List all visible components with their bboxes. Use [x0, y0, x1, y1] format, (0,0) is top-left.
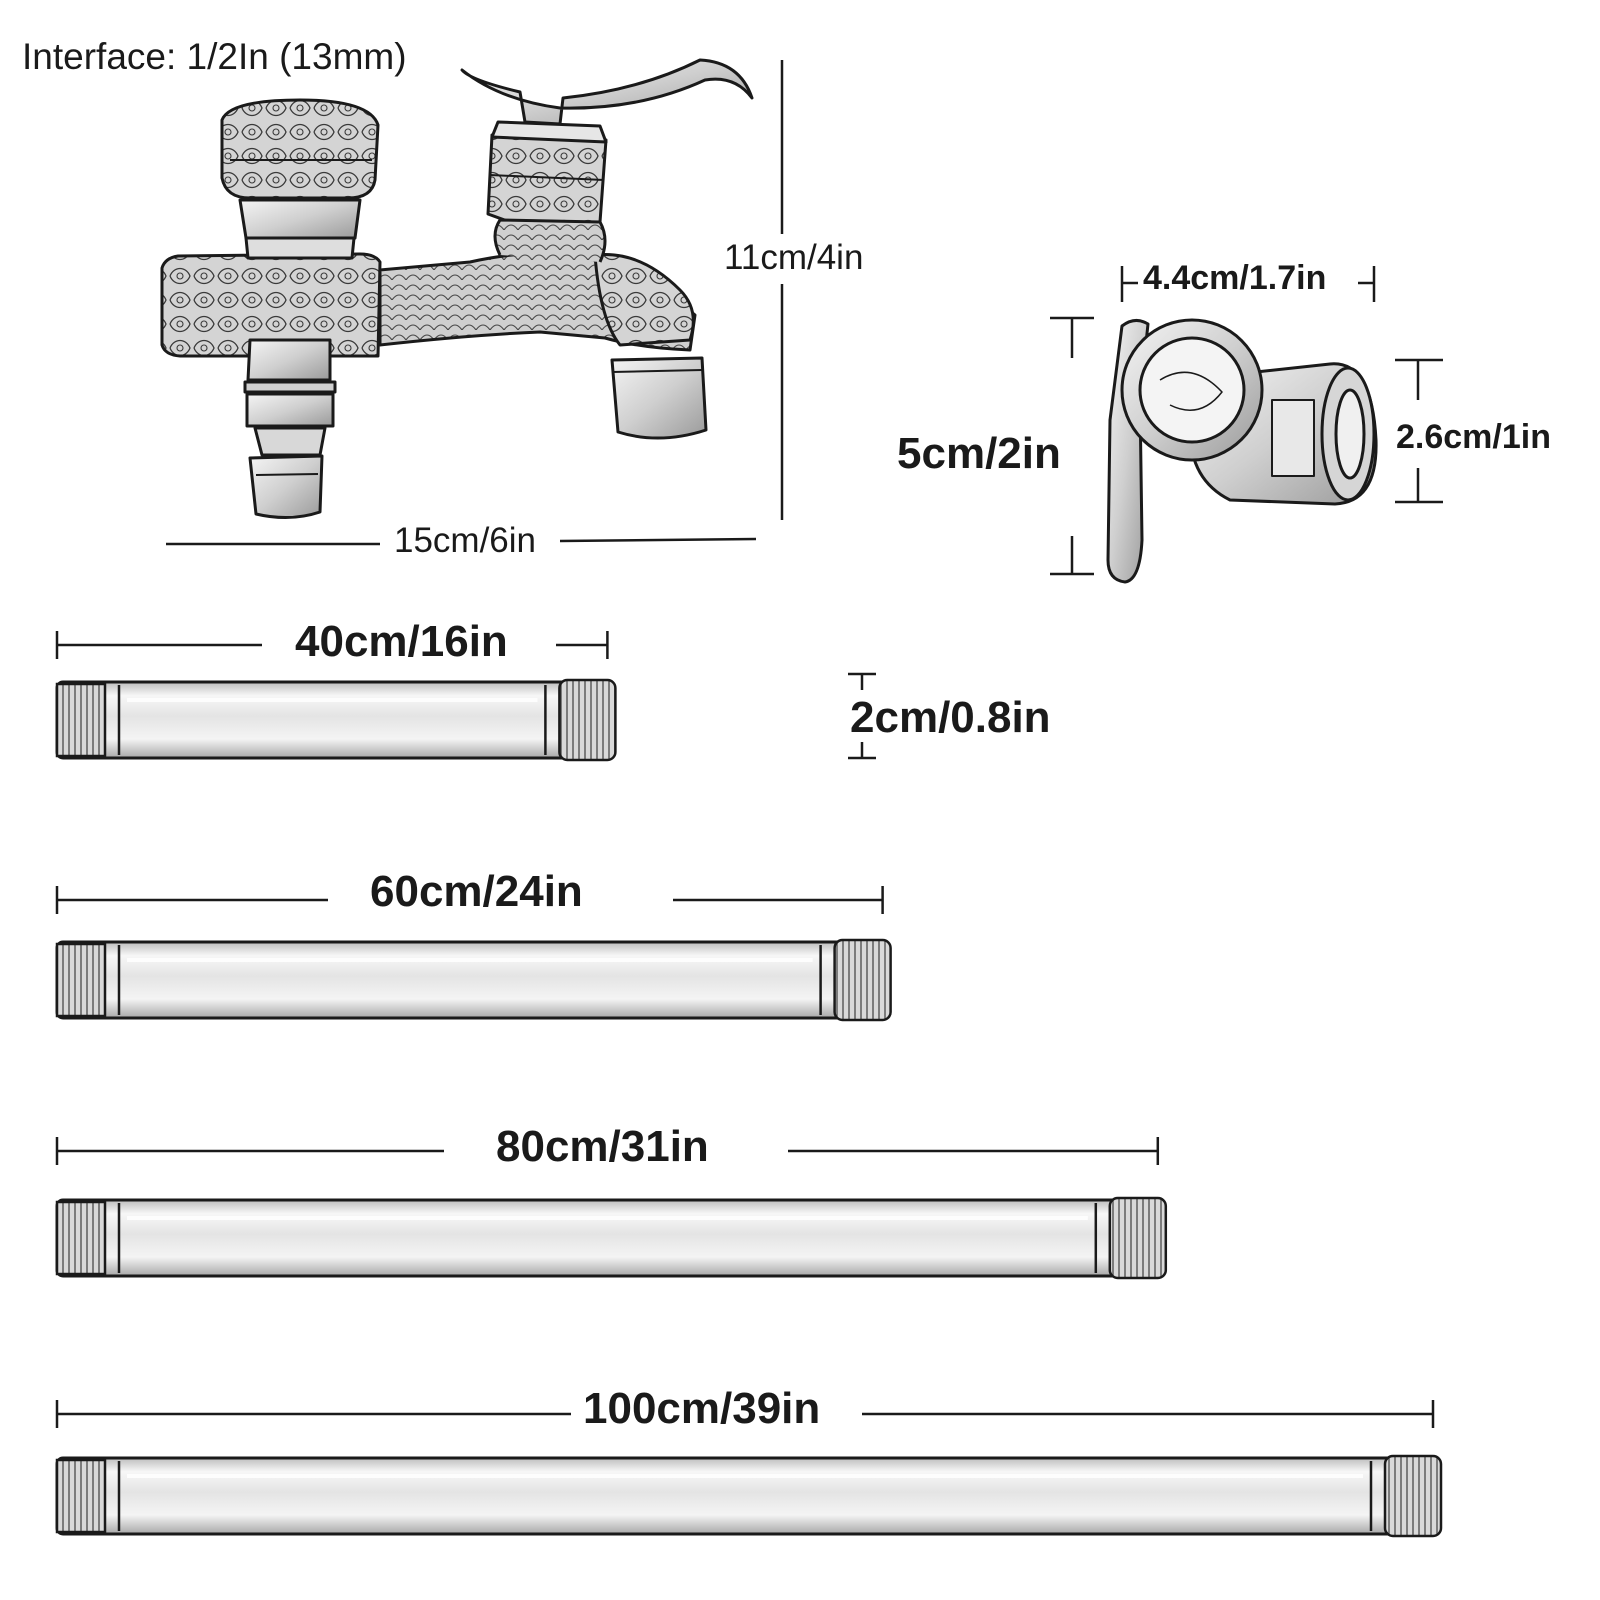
pipe-80-thread-right — [1108, 1196, 1168, 1280]
pipe-60-thread-left — [55, 942, 107, 1018]
faucet-body — [160, 252, 382, 358]
faucet-dimensions — [166, 60, 784, 546]
faucet-valve-stem — [238, 198, 362, 240]
faucet-lever — [460, 58, 754, 126]
interface-label: Interface: 1/2In (13mm) — [22, 36, 407, 77]
faucet-drawing — [160, 58, 754, 520]
pipe-60-length-label: 60cm/24in — [370, 867, 583, 916]
pipe-40-body — [55, 680, 609, 760]
pipe-60-body — [55, 940, 885, 1020]
bracket-height-label: 5cm/2in — [897, 429, 1061, 478]
bracket-outlet-label: 2.6cm/1in — [1396, 418, 1551, 456]
pipe-100-thread-right — [1383, 1454, 1443, 1538]
bracket-width-label: 4.4cm/1.7in — [1143, 259, 1327, 297]
pipe-80-body — [55, 1198, 1160, 1278]
faucet-hose-outlet — [246, 338, 332, 382]
pipe-100-length-label: 100cm/39in — [583, 1384, 821, 1433]
faucet-valve-knob — [220, 98, 380, 200]
pipe-100-thread-left — [55, 1458, 107, 1534]
pipe-100-body — [55, 1456, 1435, 1536]
pipe-40-thread-right — [558, 678, 617, 762]
pipe-40-thread-left — [55, 682, 107, 758]
faucet-dragon-head — [593, 252, 695, 347]
faucet-height-label: 11cm/4in — [724, 238, 864, 277]
faucet-lever-base — [486, 133, 608, 229]
pipe-80-thread-left — [55, 1200, 107, 1276]
faucet-spout — [610, 356, 708, 440]
pipe-80-length-label: 80cm/31in — [496, 1122, 709, 1171]
pipe-diameter-label: 2cm/0.8in — [850, 693, 1051, 742]
bracket-dimensions — [1050, 266, 1443, 576]
bracket-drawing — [1106, 318, 1378, 584]
faucet-width-label: 15cm/6in — [394, 521, 537, 560]
pipes-layer — [55, 631, 1443, 1538]
faucet-width-line-right — [559, 537, 757, 543]
pipe-60-thread-right — [833, 938, 892, 1022]
pipe-40-length-label: 40cm/16in — [295, 617, 508, 666]
